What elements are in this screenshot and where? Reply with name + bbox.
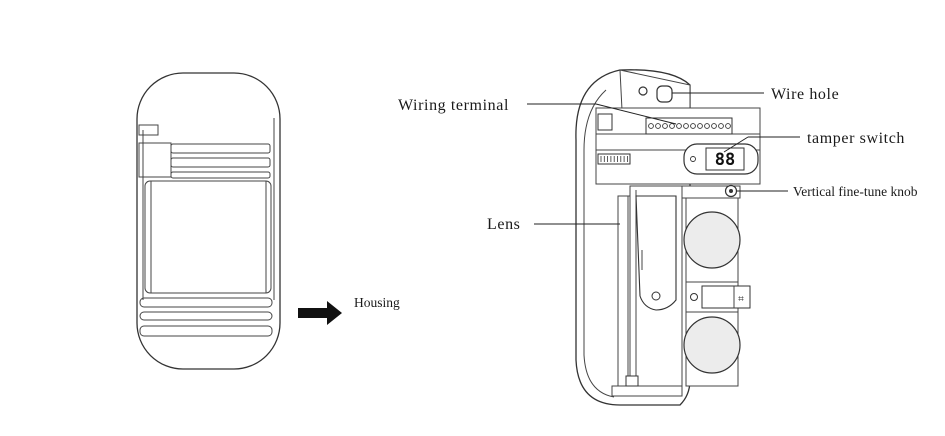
housing-drawing — [136, 72, 281, 370]
detector-drawing: 88 ⌗ — [575, 69, 761, 406]
terminal-screw — [718, 123, 724, 129]
tamper-switch-label: tamper switch — [807, 130, 905, 147]
svg-text:⌗: ⌗ — [738, 294, 744, 305]
vertical-knob-label: Vertical fine-tune knob — [793, 184, 918, 199]
wiring-terminal-label: Wiring terminal — [398, 97, 509, 114]
terminal-screw — [697, 123, 703, 129]
terminal-screw — [655, 123, 661, 129]
wire-hole-label: Wire hole — [771, 86, 839, 103]
terminal-screw — [725, 123, 731, 129]
terminal-screw — [648, 123, 654, 129]
terminal-screw — [704, 123, 710, 129]
terminal-screw — [690, 123, 696, 129]
lens-label: Lens — [487, 216, 521, 233]
seven-segment-display: 88 — [715, 150, 735, 170]
terminal-screw — [683, 123, 689, 129]
wire-hole — [656, 85, 673, 103]
terminal-screw — [676, 123, 682, 129]
lower-lens — [683, 316, 741, 374]
right-arrow-icon — [298, 301, 342, 325]
terminal-screw — [669, 123, 675, 129]
terminal-screw — [711, 123, 717, 129]
upper-lens — [683, 211, 741, 269]
terminal-screw — [662, 123, 668, 129]
housing-label: Housing — [354, 295, 400, 310]
